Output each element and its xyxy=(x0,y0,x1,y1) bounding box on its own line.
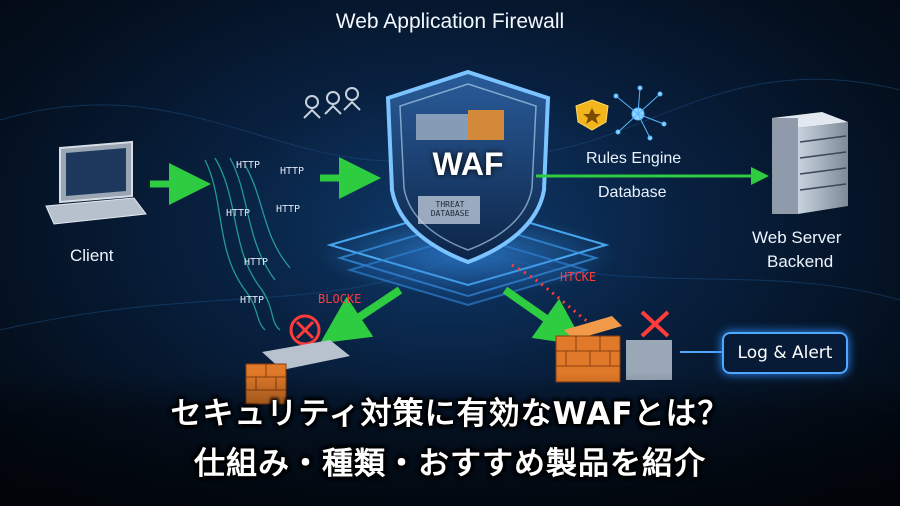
http-traffic-lines xyxy=(204,157,291,331)
database-label: Database xyxy=(598,184,667,201)
attacker-icons xyxy=(303,87,361,119)
http-label: HTTP xyxy=(236,160,261,171)
backend-label: Backend xyxy=(767,252,834,271)
attack-traffic-arrow xyxy=(502,286,585,346)
log-alert-box: Log & Alert xyxy=(722,332,848,374)
waf-label: WAF xyxy=(432,146,504,182)
blocked-label: BLOCKE xyxy=(318,292,362,306)
star-badge-icon xyxy=(575,99,609,131)
caption-backdrop xyxy=(0,372,900,506)
waf-shield-icon xyxy=(385,69,551,265)
diagram-title: Web Application Firewall xyxy=(335,10,565,33)
alert-x-icon xyxy=(640,310,670,338)
blocked-x-icon xyxy=(289,314,321,346)
client-label: Client xyxy=(70,246,114,265)
attack-path-line xyxy=(511,263,589,324)
http-label: HTTP xyxy=(244,257,269,268)
http-label: HTTP xyxy=(280,166,305,177)
http-label: HTTP xyxy=(276,204,301,215)
threat-database-label: THREAT DATABASE xyxy=(430,200,470,218)
http-label: HTTP xyxy=(226,208,251,219)
server-stack-icon xyxy=(772,112,848,214)
caption-line-2: 仕組み・種類・おすすめ製品を紹介 xyxy=(194,446,706,482)
rules-engine-label: Rules Engine xyxy=(586,150,682,167)
attack-label: HTCKE xyxy=(560,270,597,284)
caption-line-1: セキュリティ対策に有効なWAFとは？ xyxy=(170,396,730,432)
http-label: HTTP xyxy=(240,295,265,306)
blocked-traffic-arrow xyxy=(320,286,403,344)
web-server-label: Web Server xyxy=(752,228,842,247)
log-alert-label: Log & Alert xyxy=(737,343,833,363)
network-node-icon xyxy=(613,85,667,141)
laptop-icon xyxy=(45,140,147,225)
